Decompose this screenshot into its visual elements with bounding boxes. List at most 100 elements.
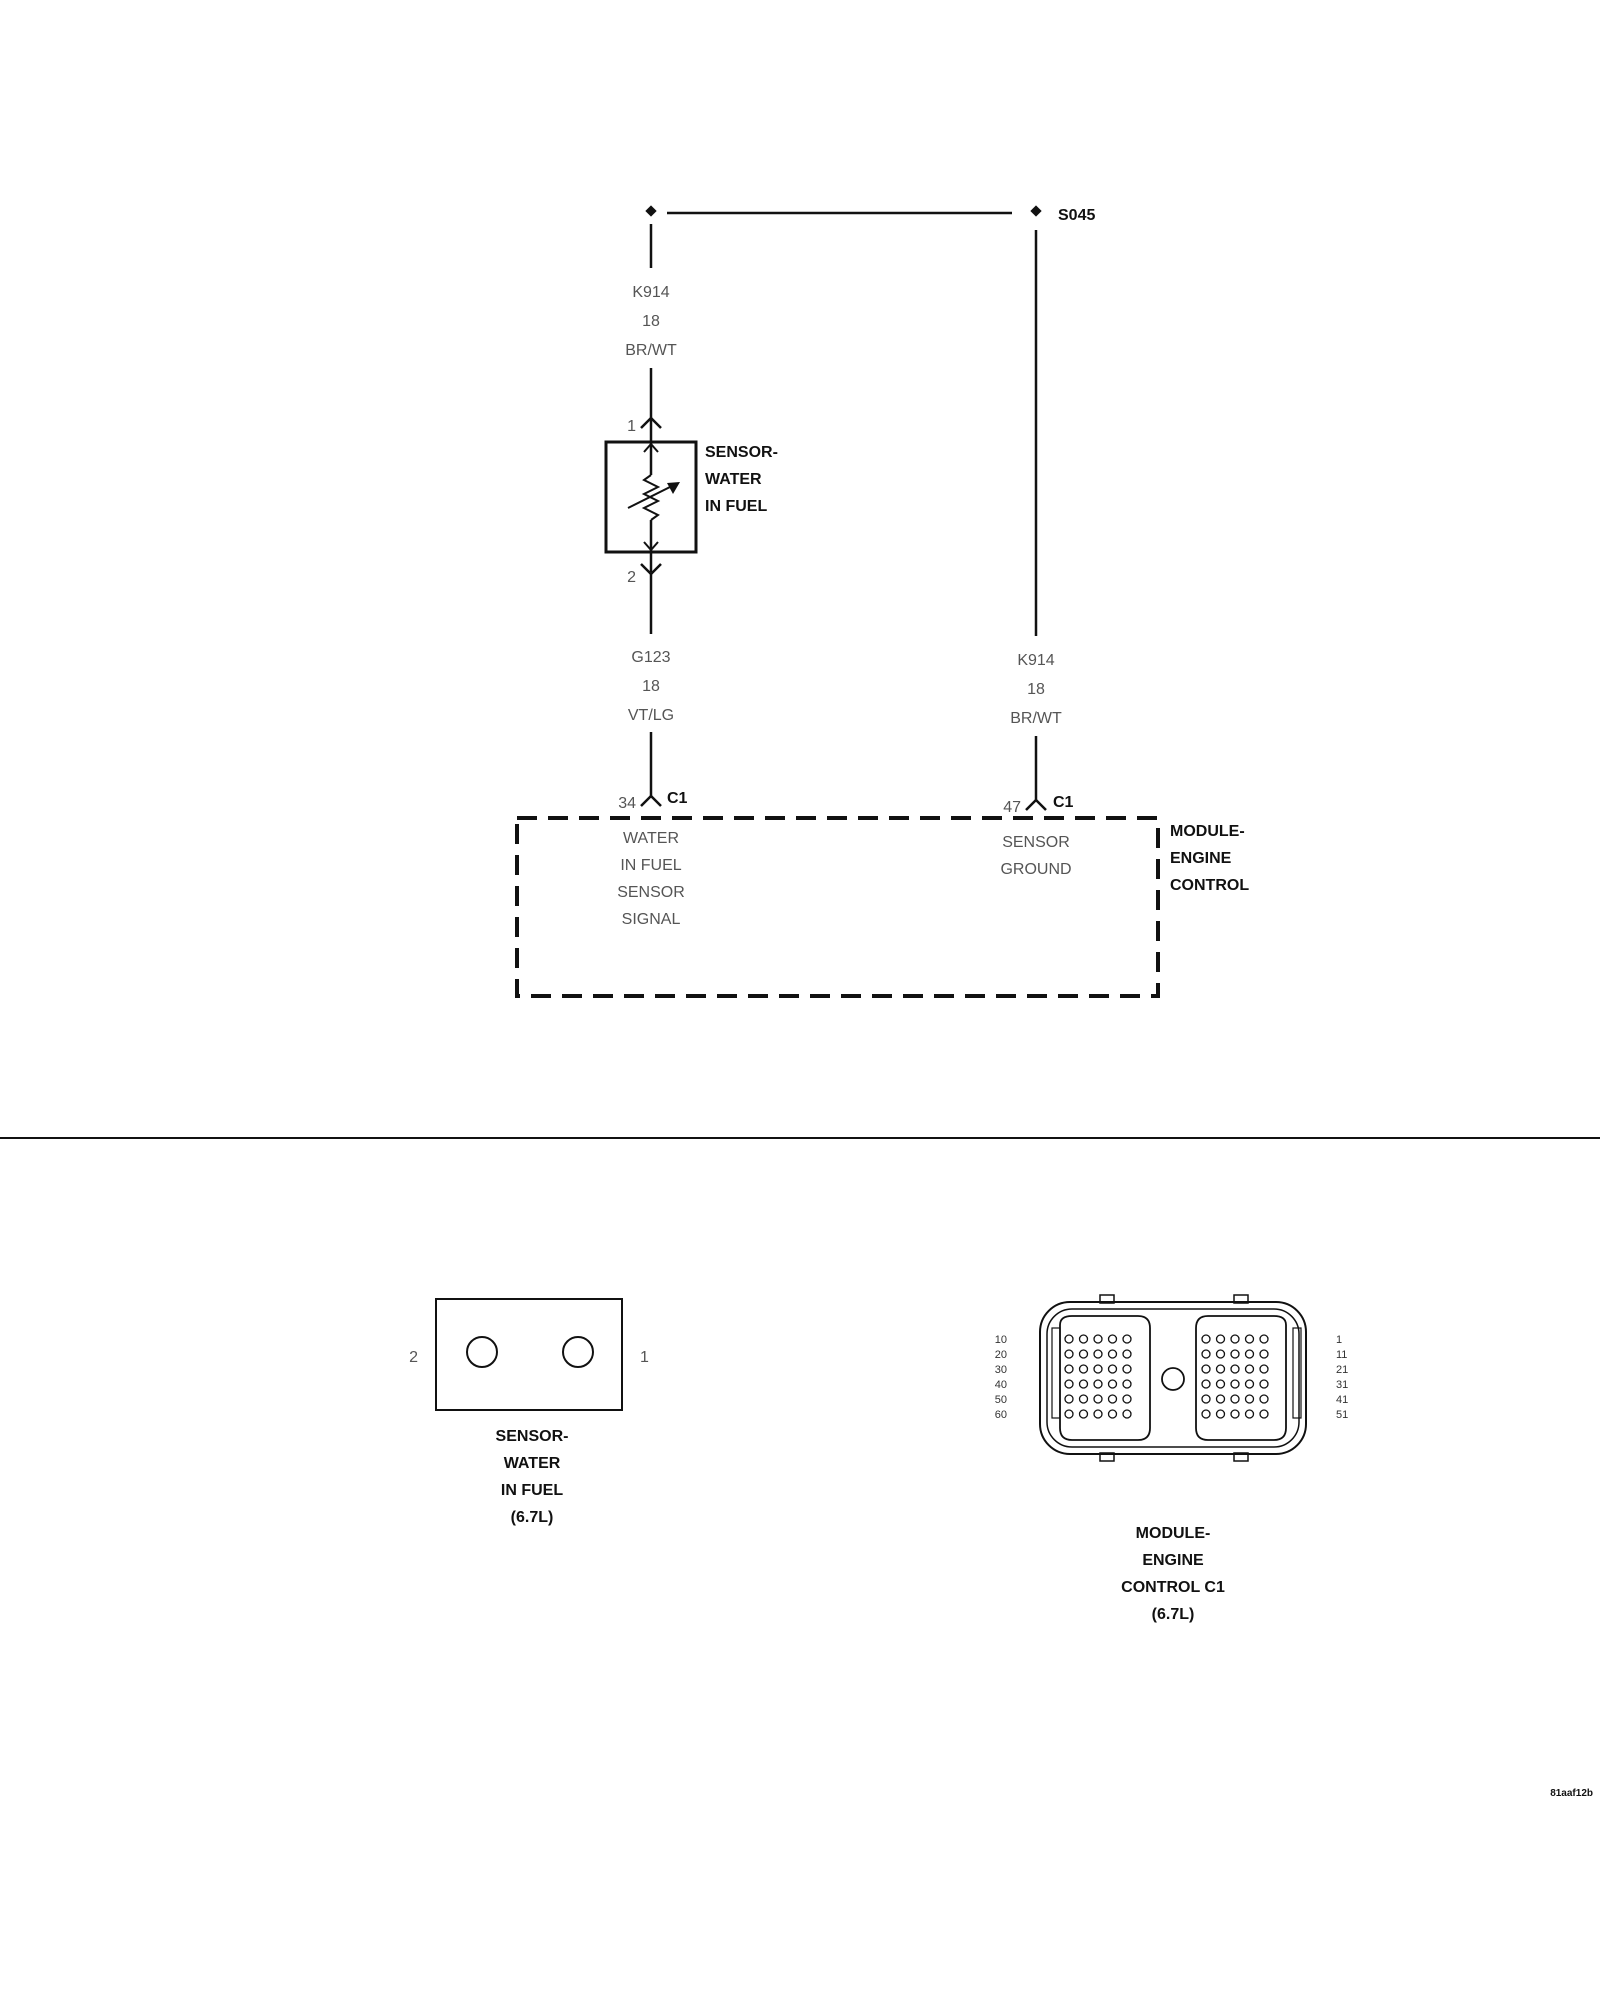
ecm-pin-right: 47 <box>1003 799 1021 816</box>
ecm-connector-pin-cavity <box>1078 1334 1089 1344</box>
sensor-arrow-up-icon <box>643 442 659 453</box>
ecm-left-function-line-1: WATER <box>623 830 679 847</box>
ecm-connector-pin-cavity <box>1107 1409 1118 1419</box>
ecm-connector-inner-shell <box>1046 1308 1300 1448</box>
ecm-connector-pin-cavity <box>1259 1334 1269 1344</box>
ecm-connector-pin-cavity <box>1259 1364 1269 1374</box>
splice-node-left <box>645 205 657 217</box>
ecm-connector-pin-cavity <box>1078 1379 1089 1389</box>
ecm-connector-pin-cavity <box>1122 1379 1132 1389</box>
ecm-connector-pin-cavity <box>1215 1349 1226 1359</box>
ecm-connector-pin-cavity <box>1107 1394 1118 1404</box>
module-engine-control: MODULE- ENGINE CONTROL WATER IN FUEL SEN… <box>515 816 1249 998</box>
wire-color: BR/WT <box>1010 710 1062 727</box>
row-label: 21 <box>1336 1364 1348 1376</box>
ecm-connector-left-cavity-block <box>1059 1315 1151 1441</box>
ecm-dashed-box <box>515 816 1160 998</box>
ecm-connector-pin-cavity <box>1122 1349 1132 1359</box>
ecm-connector-pin-cavity <box>1215 1364 1226 1374</box>
ecm-connector-pin-cavity <box>1244 1334 1255 1344</box>
ecm-connector-pin-cavity <box>1244 1349 1255 1359</box>
row-label: 40 <box>995 1379 1007 1391</box>
ecm-connector-pin-cavity <box>1064 1364 1074 1374</box>
ecm-connector-left-row-labels: 10 20 30 40 50 60 <box>995 1334 1007 1421</box>
ecm-connector-pin-cavity <box>1122 1364 1132 1374</box>
ecm-connector-right-row-labels: 1 11 21 31 41 51 <box>1336 1334 1348 1421</box>
wire-circuit: K914 <box>1017 652 1054 669</box>
row-label: 31 <box>1336 1379 1348 1391</box>
row-label: 30 <box>995 1364 1007 1376</box>
sensor-pin-bottom: 2 <box>627 569 636 586</box>
ecm-connector-pin-cavity <box>1107 1334 1118 1344</box>
wire-color: VT/LG <box>628 707 674 724</box>
ecm-connector-pin-cavity <box>1230 1394 1240 1404</box>
terminal-pin-47-icon <box>1025 798 1047 811</box>
ecm-connector-latch-bottom-right <box>1233 1452 1249 1462</box>
ecm-connector-pin-cavity <box>1201 1334 1211 1344</box>
ecm-left-function-line-4: SIGNAL <box>622 911 681 928</box>
ecm-connector-pin-cavity <box>1230 1334 1240 1344</box>
ecm-connector-pin-cavity <box>1093 1409 1103 1419</box>
row-label: 51 <box>1336 1409 1348 1421</box>
sensor-connector-cavity-2 <box>466 1336 498 1368</box>
row-label: 1 <box>1336 1334 1342 1346</box>
ecm-connector-pin-cavity <box>1064 1379 1074 1389</box>
sensor-name-line-1: SENSOR- <box>705 444 778 461</box>
ecm-connector-pin-cavity <box>1078 1409 1089 1419</box>
sensor-connector-pin-left: 2 <box>409 1349 418 1366</box>
splice-s045: S045 <box>645 205 1095 224</box>
ecm-name-line-1: MODULE- <box>1170 823 1245 840</box>
row-label: 50 <box>995 1394 1007 1406</box>
ecm-c1-connector-view: 10 20 30 40 50 60 1 11 21 31 41 51 MODUL… <box>995 1294 1348 1623</box>
ecm-connector-outer-shell <box>1039 1301 1307 1455</box>
wire-circuit: K914 <box>632 284 669 301</box>
ecm-connector-caption-2: ENGINE <box>1142 1552 1204 1569</box>
row-label: 10 <box>995 1334 1007 1346</box>
wire-circuit: G123 <box>631 649 670 666</box>
wire-k914-top-label: K914 18 BR/WT <box>625 284 677 359</box>
ecm-connector-pin-cavity <box>1230 1409 1240 1419</box>
wire-gauge: 18 <box>1027 681 1045 698</box>
ecm-connector-pin-cavity <box>1244 1379 1255 1389</box>
ecm-connector-pin-cavity <box>1215 1379 1226 1389</box>
ecm-connector-pin-cavity <box>1093 1349 1103 1359</box>
ecm-name-line-3: CONTROL <box>1170 877 1249 894</box>
wire-gauge: 18 <box>642 313 660 330</box>
ecm-connector-pin-cavity <box>1201 1379 1211 1389</box>
wire-color: BR/WT <box>625 342 677 359</box>
ecm-connector-caption-1: MODULE- <box>1136 1525 1211 1542</box>
ecm-connector-pin-cavity <box>1259 1409 1269 1419</box>
ecm-connector-pin-cavity <box>1093 1364 1103 1374</box>
ecm-connector-pin-cavity <box>1122 1409 1132 1419</box>
ecm-connector-pin-cavity <box>1064 1349 1074 1359</box>
row-label: 20 <box>995 1349 1007 1361</box>
ecm-connector-pin-cavity <box>1259 1379 1269 1389</box>
splice-label: S045 <box>1058 207 1095 224</box>
ecm-right-function-line-1: SENSOR <box>1002 834 1070 851</box>
ecm-connector-right-cavity-block <box>1195 1315 1287 1441</box>
sensor-pin-top: 1 <box>627 418 636 435</box>
ecm-pin-left: 34 <box>618 795 636 812</box>
splice-node-right <box>1030 205 1042 217</box>
sensor-arrow-down-icon <box>643 541 659 552</box>
ecm-connector-pin-cavity <box>1230 1349 1240 1359</box>
ecm-connector-pin-cavity <box>1230 1364 1240 1374</box>
wire-gauge: 18 <box>642 678 660 695</box>
figure-id: 81aaf12b <box>1550 1788 1593 1799</box>
ecm-connector-left: C1 <box>667 790 688 807</box>
ecm-left-function-line-2: IN FUEL <box>620 857 681 874</box>
ecm-connector-pin-cavity <box>1107 1364 1118 1374</box>
ecm-connector-pin-cavity <box>1107 1349 1118 1359</box>
ecm-connector-latch-top-left <box>1099 1294 1115 1304</box>
row-label: 60 <box>995 1409 1007 1421</box>
sensor-name-line-3: IN FUEL <box>705 498 767 515</box>
ecm-connector-pin-cavity <box>1201 1409 1211 1419</box>
sensor-connector-caption-2: WATER <box>504 1455 561 1472</box>
ecm-connector-pin-cavity <box>1122 1334 1132 1344</box>
wire-g123-label: G123 18 VT/LG <box>628 649 674 724</box>
sensor-water-in-fuel: SENSOR- WATER IN FUEL <box>604 440 778 554</box>
sensor-connector-caption-1: SENSOR- <box>496 1428 569 1445</box>
ecm-connector-pin-cavity <box>1201 1394 1211 1404</box>
ecm-left-function-line-3: SENSOR <box>617 884 685 901</box>
ecm-connector-pin-cavity <box>1201 1349 1211 1359</box>
